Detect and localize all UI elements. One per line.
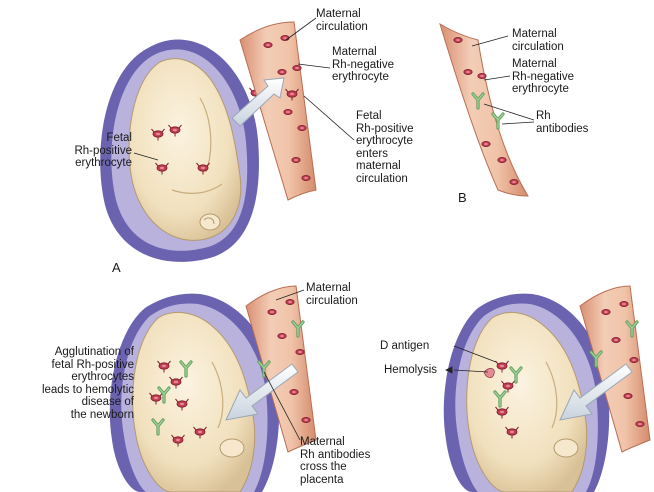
label-b-maternal-circulation: Maternal circulation — [512, 28, 564, 53]
label-c-agglutination: Agglutination of fetal Rh-positive eryth… — [12, 346, 134, 421]
label-b-rh-antibodies: Rh antibodies — [536, 110, 588, 135]
label-a-fetal-enters: Fetal Rh-positive erythrocyte enters mat… — [356, 110, 414, 185]
label-b-maternal-rh-negative: Maternal Rh-negative erythrocyte — [512, 58, 574, 96]
panel-a-letter: A — [112, 260, 121, 275]
label-d-hemolysis: Hemolysis — [384, 364, 437, 377]
label-c-maternal-circulation: Maternal circulation — [306, 282, 358, 307]
label-a-maternal-circulation: Maternal circulation — [316, 8, 368, 33]
label-d-antigen: D antigen — [380, 340, 429, 353]
panel-b-letter: B — [458, 190, 467, 205]
label-a-fetal-rh-positive: Fetal Rh-positive erythrocyte — [44, 132, 132, 170]
label-c-antibodies-cross: Maternal Rh antibodies cross the placent… — [300, 436, 370, 486]
label-a-maternal-rh-negative: Maternal Rh-negative erythrocyte — [332, 46, 394, 84]
